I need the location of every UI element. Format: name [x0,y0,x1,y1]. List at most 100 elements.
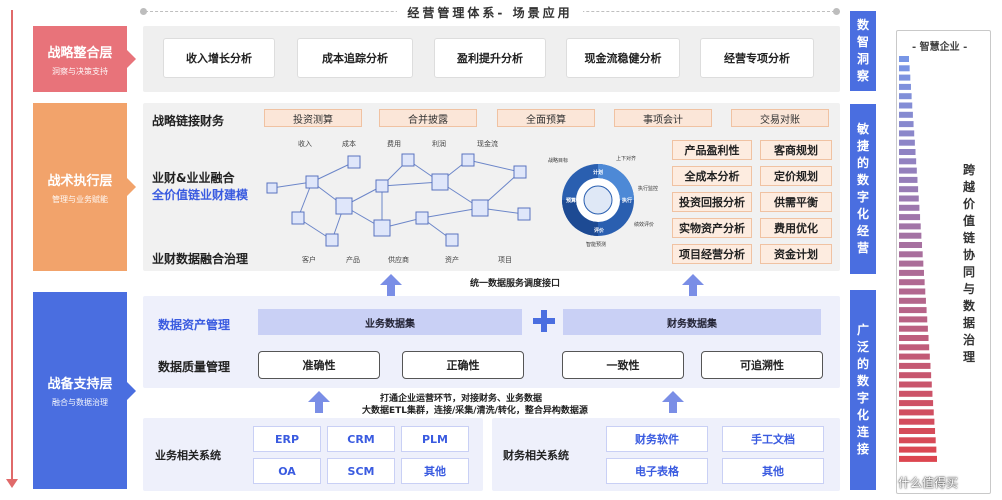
gradient-bar [899,400,934,407]
analysis-item: 产品盈利性 [672,140,752,160]
gradient-bar [899,372,932,379]
finance-dataset-bar: 财务数据集 [563,309,821,335]
gradient-bar [899,158,917,165]
wheel-label-align: 上下对齐 [616,155,636,162]
gradient-bar [899,418,935,425]
wheel-segment [598,164,634,200]
wheel-label-budget: 预算 [566,197,576,204]
etl-note: 大数据ETL集群，连接/采集/清洗/转化，整合异构数据源 [362,406,588,416]
system-item: 其他 [401,458,469,484]
gradient-bar [899,74,911,81]
gradient-bar [899,111,913,118]
analysis-item: 资金计划 [760,244,832,264]
analysis-item: 全成本分析 [672,166,752,186]
layer-support: 战备支持层 融合与数据治理 [33,292,136,489]
up-arrow-icon [662,391,684,413]
gradient-bar [899,102,913,109]
wheel-label-execute: 执行 [622,197,632,204]
svg-text:客户: 客户 [302,255,316,264]
gradient-bar [899,232,922,239]
analysis-item: 定价规划 [760,166,832,186]
gradient-bar [899,437,936,444]
layer-tactic-sub: 管理与业务赋能 [52,194,108,204]
quality-item: 可追溯性 [701,351,823,379]
gradient-bar [899,409,934,416]
system-item: 财务软件 [606,426,708,452]
layer-strategy-name: 战略整合层 [47,45,113,61]
layer-strategy-sub: 洞察与决策支持 [52,66,108,76]
wheel-segment [562,200,598,236]
svg-text:现金流: 现金流 [477,139,498,148]
data-asset-title: 数据资产管理 [158,318,231,332]
system-item: SCM [327,458,395,484]
gradient-bar [899,344,930,351]
quality-item: 一致性 [562,351,684,379]
gradient-bar [899,390,933,397]
analysis-item: 项目经营分析 [672,244,752,264]
wheel-label-forecast: 智能预测 [586,241,606,248]
gradient-bar [899,65,910,72]
gradient-bar [899,251,923,258]
svg-text:成本: 成本 [342,139,356,148]
top-title: 经营管理体系- 场景应用 [140,0,840,24]
data-quality-title: 数据质量管理 [158,360,231,374]
left-flow-arrow [6,10,18,488]
gradient-bar [899,139,915,146]
smart-enterprise-title: - 智慧企业 - [912,38,968,53]
tactic-tag: 交易对账 [731,109,829,127]
business-systems-title: 业务相关系统 [155,449,221,462]
quality-item: 准确性 [258,351,380,379]
layer-strategy: 战略整合层 洞察与决策支持 [33,26,136,92]
tactic-tag: 投资测算 [264,109,362,127]
gradient-bar [899,149,916,155]
vertical-bar-connection: 广泛的数字化连接 [850,290,876,490]
system-item: 电子表格 [606,458,708,484]
gradient-bar [899,56,909,62]
gradient-bar [899,186,919,193]
svg-text:利润: 利润 [432,139,446,148]
vertical-bar-text: 敏捷的数字化经营 [856,122,869,255]
analysis-item: 投资回报分析 [672,192,752,212]
strategy-item: 盈利提升分析 [434,38,546,78]
vertical-bar-insight: 数智洞察 [850,11,876,91]
gradient-bar [899,279,925,286]
quality-item: 正确性 [402,351,524,379]
layer-tactic: 战术执行层 管理与业务赋能 [33,103,136,271]
tactic-title: 战略链接财务 [152,114,225,128]
gradient-bar [899,130,915,137]
wheel-label-goal: 战略目标 [548,157,568,164]
planning-cycle-wheel: 计划 执行 评价 预算 上下对齐 执行监控 绩效评价 智能预测 战略目标 [548,155,658,248]
gradient-bar [899,428,936,434]
gradient-bar [899,316,928,323]
wheel-label-performance: 绩效评价 [634,221,654,228]
gradient-bar [899,325,928,332]
strategy-item: 经营专项分析 [700,38,814,78]
plus-icon [529,306,559,336]
layer-support-sub: 融合与数据治理 [52,398,108,407]
title-dot-left [140,8,147,15]
tactic-panel [143,103,840,271]
svg-text:资产: 资产 [445,255,459,264]
layer-support-name: 战备支持层 [47,377,113,392]
wheel-label-plan: 计划 [593,169,603,176]
tactic-tag: 事项会计 [614,109,712,127]
gradient-bar [899,297,926,304]
system-item: 其他 [722,458,824,484]
gradient-bar [899,204,920,211]
wheel-label-monitor: 执行监控 [638,185,658,192]
value-chain-network-graph: 收入 成本 费用 利润 现金流 客户 产品 供应商 资产 项目 [266,139,531,264]
up-arrow-icon [308,391,330,413]
system-item: CRM [327,426,395,452]
gradient-bar [899,242,923,248]
gradient-bars-graphic [899,56,937,462]
fusion-subtitle: 全价值链业财建模 [152,188,249,202]
gradient-bar [899,214,921,221]
gradient-bar [899,176,918,183]
system-item: ERP [253,426,321,452]
wheel-center-gear-icon [583,185,613,215]
smart-enterprise-text: 跨越价值链协同与数据治理 [962,163,975,364]
gradient-bar [899,167,917,174]
gradient-bar [899,362,931,369]
gradient-bar [899,121,914,128]
svg-text:产品: 产品 [346,255,360,264]
